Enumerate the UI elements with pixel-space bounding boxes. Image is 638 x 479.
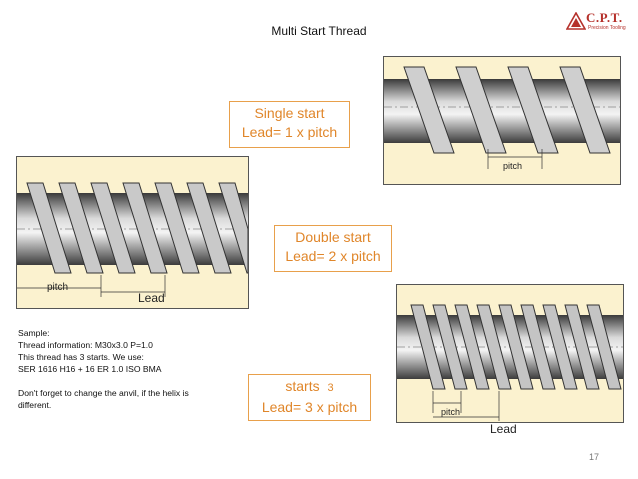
note-line: Don't forget to change the anvil, if the… [18,388,189,398]
triple-start-count: 3 [327,382,334,394]
note-line: This thread has 3 starts. We use: [18,352,144,362]
triple-start-thread-photo: pitch [396,284,624,423]
note-line: Thread information: M30x3.0 P=1.0 [18,340,153,350]
note-line: SER 1616 H16 + 16 ER 1.0 ISO BMA [18,364,162,374]
single-start-heading: Single start [254,105,325,121]
triple-start-callout: starts 3 Lead= 3 x pitch [248,374,371,421]
note-line: different. [18,400,52,410]
logo-tagline: Precision Tooling [588,25,626,31]
double-start-thread-illustration [17,182,248,297]
company-logo: C.P.T. Precision Tooling [566,10,632,38]
double-start-callout: Double start Lead= 2 x pitch [274,225,392,272]
triple-lead-label: Lead [490,422,517,436]
logo-brand-text: C.P.T. [586,10,623,25]
triple-start-formula: Lead= 3 x pitch [261,399,358,415]
triple-pitch-label: pitch [441,407,461,417]
single-start-thread-photo: pitch [383,56,621,185]
triple-start-word: starts [285,378,320,394]
sample-notes: Sample: Thread information: M30x3.0 P=1.… [18,327,208,411]
note-line [18,375,208,387]
single-pitch-label: pitch [503,161,523,171]
double-start-formula: Lead= 2 x pitch [285,248,381,264]
single-start-thread-illustration [384,66,620,169]
triple-start-heading: starts 3 [249,377,370,398]
slide-title: Multi Start Thread [271,24,367,38]
double-start-thread-photo: pitch Lead [16,156,249,309]
double-start-heading: Double start [295,229,371,245]
logo-mark-icon [566,12,586,30]
single-start-formula: Lead= 1 x pitch [241,124,338,140]
single-start-callout: Single start Lead= 1 x pitch [229,101,350,148]
double-pitch-label: pitch [47,282,69,293]
note-line: Sample: [18,328,50,338]
triple-start-thread-illustration [397,304,623,421]
double-lead-label: Lead [138,291,165,305]
page-number: 17 [589,452,600,462]
